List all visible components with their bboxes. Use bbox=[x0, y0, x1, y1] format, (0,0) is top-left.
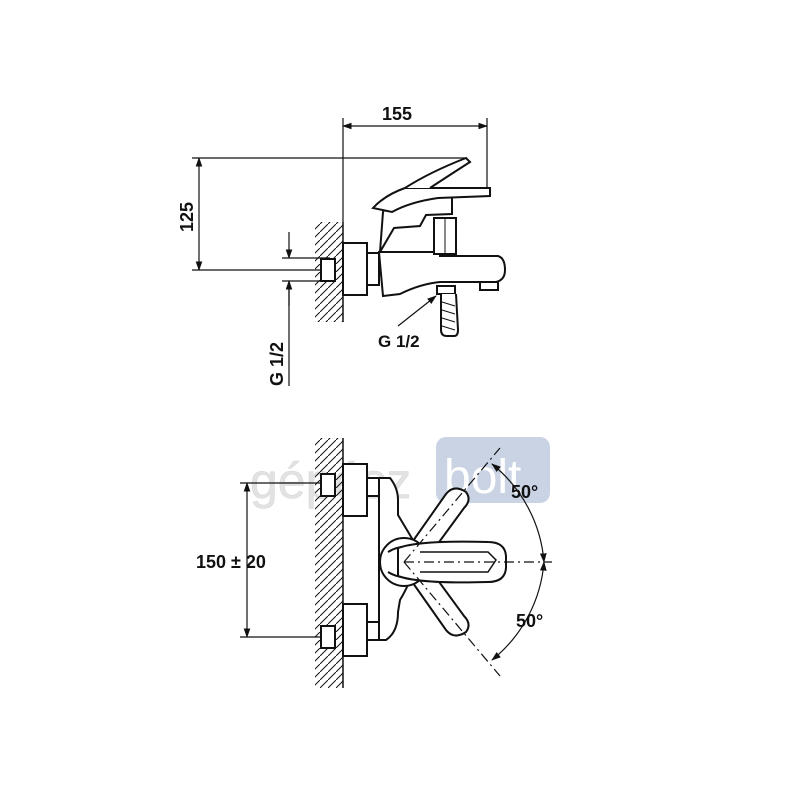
center-distance-label: 150 ± 20 bbox=[196, 552, 266, 572]
outlet-thread-label: G 1/2 bbox=[378, 332, 420, 351]
side-lever bbox=[371, 187, 491, 214]
front-connector-bottom bbox=[342, 603, 368, 657]
side-hose bbox=[440, 293, 460, 337]
watermark: gépész bolt bbox=[250, 437, 550, 509]
dimension-height-label: 125 bbox=[177, 202, 197, 232]
dimension-center-distance bbox=[240, 482, 320, 638]
side-body bbox=[377, 251, 507, 298]
lever-angle-dimension bbox=[403, 447, 552, 677]
outlet-thread-leader bbox=[397, 295, 437, 327]
lever-position-down bbox=[406, 562, 470, 637]
lever-position-up bbox=[406, 487, 470, 562]
inlet-thread-label: G 1/2 bbox=[267, 342, 287, 386]
dimension-inlet-thread bbox=[282, 232, 330, 386]
front-connector-top bbox=[342, 463, 368, 517]
dimension-width-label: 155 bbox=[382, 104, 412, 124]
dimension-width bbox=[342, 118, 488, 222]
angle-up-label: 50° bbox=[511, 482, 538, 502]
dimension-height bbox=[192, 157, 466, 271]
front-view bbox=[315, 438, 507, 688]
side-view bbox=[315, 156, 507, 337]
angle-down-label: 50° bbox=[516, 611, 543, 631]
side-connector bbox=[342, 242, 368, 296]
